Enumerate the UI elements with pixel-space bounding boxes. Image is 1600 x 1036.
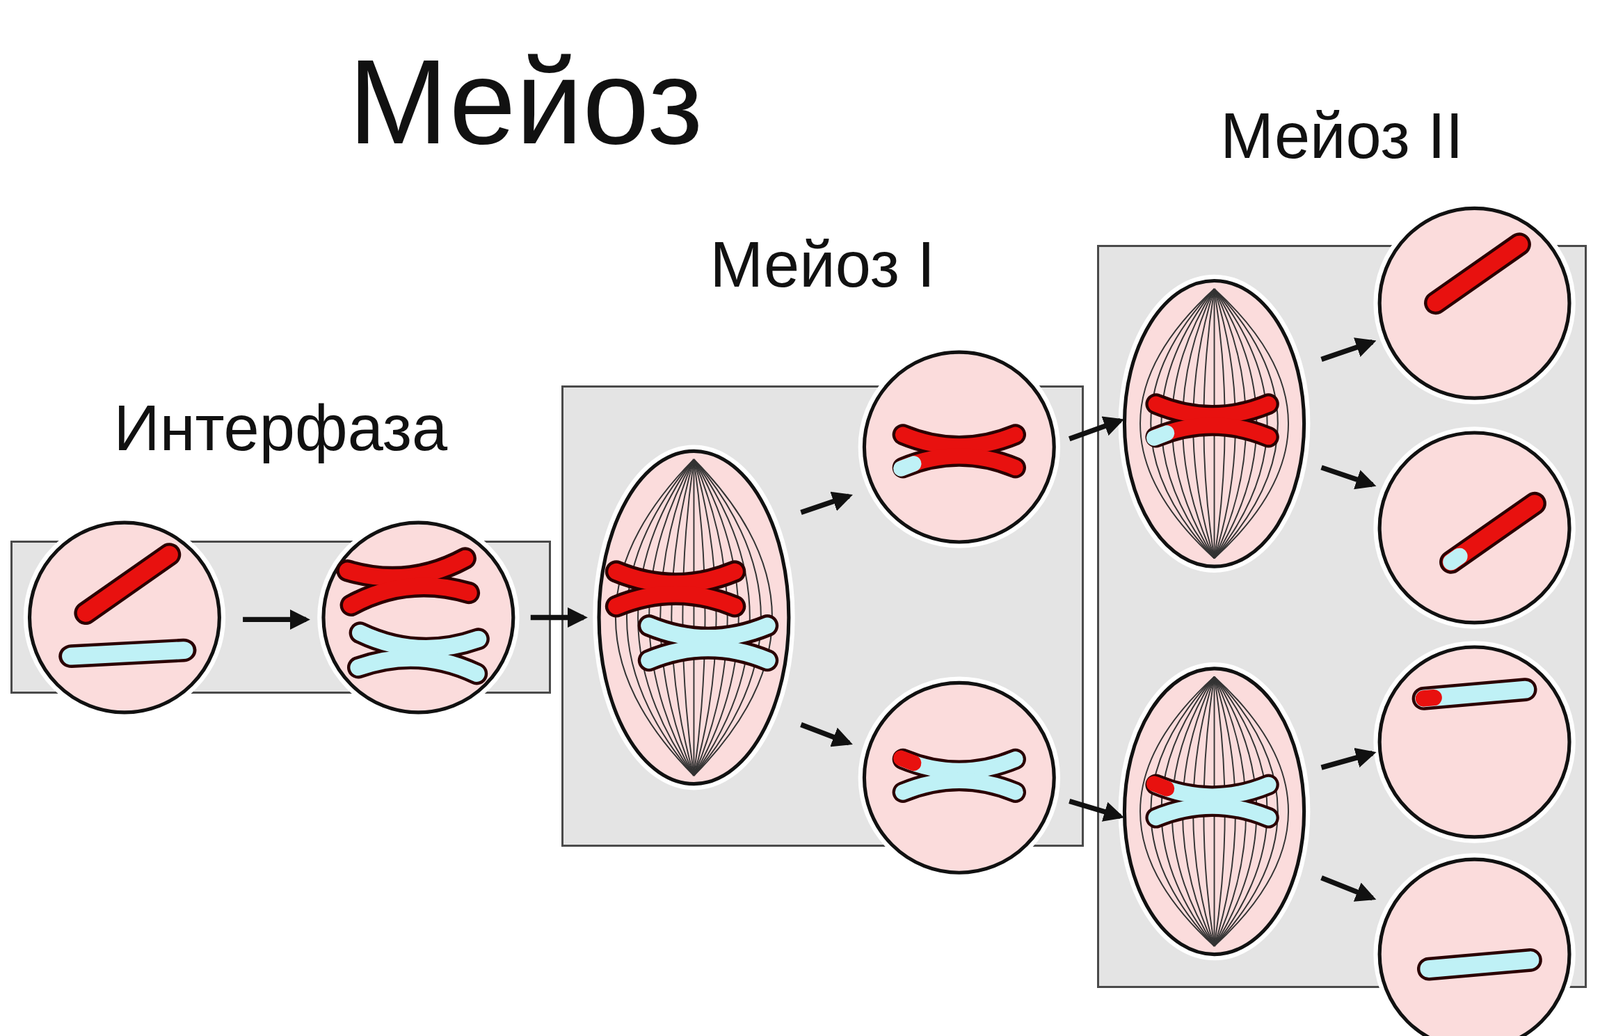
spindle-fiber <box>693 459 761 776</box>
spindle-fiber <box>693 459 739 776</box>
drawing-part <box>1435 244 1520 303</box>
drawing-part <box>85 554 170 613</box>
spindle-fibers <box>1140 676 1289 947</box>
arrows <box>242 341 1373 898</box>
drawing-part <box>358 633 479 675</box>
drawing-part <box>1451 555 1460 562</box>
drawing-part <box>323 522 514 713</box>
drawing-part <box>1321 467 1373 485</box>
spindle-fiber <box>671 459 694 776</box>
drawing-part <box>29 522 220 713</box>
drawing-part <box>1154 783 1167 789</box>
spindle-fiber <box>660 459 694 776</box>
drawing-part <box>1154 433 1167 439</box>
spindle-fibers <box>615 459 773 776</box>
drawing-part <box>71 650 184 656</box>
drawing-part <box>1321 877 1373 899</box>
drawing-part <box>1124 668 1304 955</box>
spindle-fibers <box>1140 288 1289 558</box>
drawing-part <box>800 496 849 512</box>
diagram-title: Мейоз <box>348 36 704 168</box>
drawing-part <box>1154 404 1269 439</box>
drawing-part <box>1069 801 1120 817</box>
drawing-part <box>1379 646 1570 837</box>
drawing-part <box>900 464 914 469</box>
drawing-part <box>1069 420 1120 439</box>
cells <box>29 208 1570 1036</box>
drawing-part <box>1124 280 1304 567</box>
chromosomes <box>71 244 1535 970</box>
drawing-part <box>1428 960 1531 970</box>
drawing-part <box>1124 280 1304 567</box>
drawing-part <box>530 614 584 620</box>
drawing-part <box>649 625 768 661</box>
drawing-part <box>323 522 514 713</box>
drawing-part <box>1321 341 1373 359</box>
drawing-part <box>649 625 768 661</box>
drawing-part <box>358 633 479 675</box>
spindle-fiber <box>693 459 716 776</box>
spindle-fiber <box>682 459 694 776</box>
drawing-part <box>71 650 184 656</box>
drawing-part <box>616 571 735 607</box>
drawing-part <box>347 557 469 605</box>
drawing-part <box>900 758 914 764</box>
drawing-part <box>864 352 1054 542</box>
drawing-part <box>1379 859 1570 1036</box>
drawing-part <box>29 522 220 713</box>
drawing-part <box>85 554 170 613</box>
stage-heading: Мейоз II <box>1220 100 1463 172</box>
drawing-part <box>1154 783 1269 818</box>
drawing-part <box>900 758 1015 793</box>
drawing-part <box>1424 689 1526 699</box>
drawing-part <box>347 557 469 605</box>
spindle-fiber <box>692 459 695 776</box>
drawing-part <box>1451 503 1535 563</box>
drawing-part <box>616 571 735 607</box>
drawing-part <box>864 352 1054 542</box>
drawing-part <box>1424 697 1435 699</box>
drawing-part <box>1451 503 1535 563</box>
drawing-part <box>1428 960 1531 970</box>
drawing-part <box>864 682 1054 873</box>
drawing-part <box>1379 432 1570 623</box>
drawing-part <box>1435 244 1520 303</box>
drawing-part <box>598 450 789 784</box>
drawing-part <box>1379 208 1570 398</box>
cell-halo <box>29 208 1570 1036</box>
drawing-part <box>1379 432 1570 623</box>
drawing-part <box>1124 668 1304 955</box>
drawing-part <box>1379 208 1570 398</box>
stage-heading: Мейоз I <box>709 229 935 300</box>
spindle-fiber <box>693 459 705 776</box>
drawing-part <box>1321 753 1373 768</box>
drawing-part <box>1379 646 1570 837</box>
drawing-part <box>242 617 307 622</box>
drawing-part <box>800 724 849 743</box>
spindle-fiber <box>693 459 750 776</box>
drawing-part <box>900 434 1015 469</box>
drawing-part <box>1379 859 1570 1036</box>
spindle-fiber <box>626 459 694 776</box>
drawing-part <box>1424 689 1526 699</box>
stage-heading: Интерфаза <box>114 393 448 464</box>
drawing-part <box>598 450 789 784</box>
cell <box>29 208 1570 1036</box>
drawing-part <box>864 682 1054 873</box>
